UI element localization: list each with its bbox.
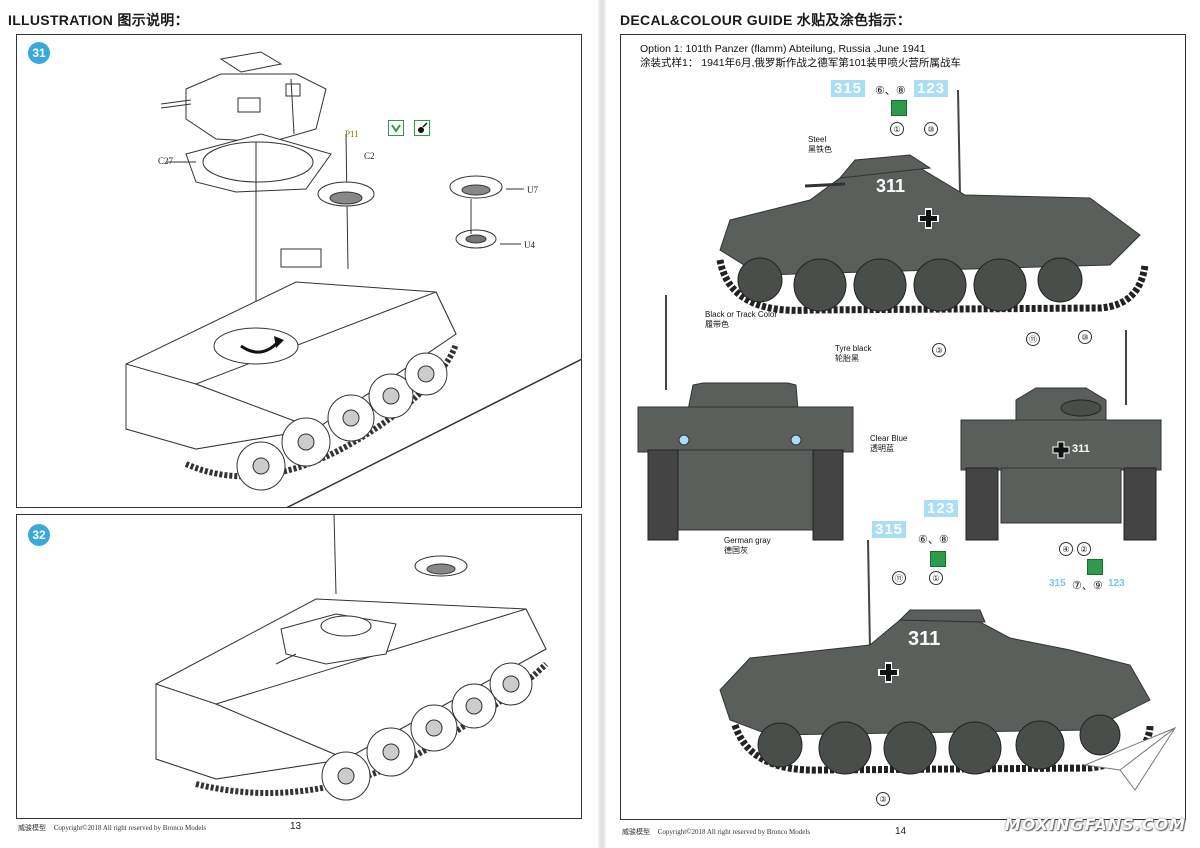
step-frame-32 — [16, 514, 582, 819]
decal-6-8-bottom: ⑥、⑧ — [918, 534, 949, 546]
decal-green-balkenkreuz-icon-top — [891, 100, 907, 116]
tank-front-view — [960, 330, 1162, 541]
step-31-illustration — [125, 51, 582, 508]
callout-track-en: Black or Track Color — [705, 310, 778, 319]
footer-copyright-right: Copyright©2018 All right reserved by Bro… — [657, 828, 811, 836]
callout-tyre-cn: 轮胎黑 — [835, 354, 859, 363]
decal-10-front: ⑩ — [1078, 330, 1092, 344]
tank-side-profile-top — [716, 90, 1149, 314]
callout-clear-blue-cn: 透明蓝 — [870, 444, 894, 453]
decal-123-bottom: 123 — [924, 500, 959, 517]
tank-rear-view — [637, 295, 854, 541]
tank-side-profile-bottom — [719, 540, 1154, 775]
page-number-13: 13 — [290, 821, 302, 832]
decal-green-balkenkreuz-icon-bottom — [930, 551, 946, 567]
part-label-c27: C27 — [158, 156, 174, 166]
footer-brand-right: 威骏模型 — [622, 828, 650, 836]
decal-315-top: 315 — [831, 80, 866, 97]
decal-123-small-front: 123 — [1108, 578, 1125, 589]
callout-track-cn: 履带色 — [705, 320, 729, 329]
footer-brand-left: 威骏模型 — [18, 824, 46, 832]
decal-11-front: ⑪ — [1026, 332, 1040, 346]
decal-123-top: 123 — [914, 80, 949, 97]
callout-tyre-en: Tyre black — [835, 344, 872, 353]
callout-clear-blue-en: Clear Blue — [870, 434, 908, 443]
decal-3-top: ③ — [932, 343, 946, 357]
page-number-14: 14 — [895, 826, 907, 837]
decal-4-front: ④ — [1059, 542, 1073, 556]
decal-315-bottom: 315 — [872, 521, 907, 538]
callout-german-gray-en: German gray — [724, 536, 771, 545]
decal-7-9-front: ⑦、⑨ — [1072, 580, 1103, 592]
callout-steel-en: Steel — [808, 135, 827, 144]
apply-glue-icon — [388, 120, 404, 136]
hull-number-top: 311 — [876, 176, 906, 196]
paper-plane-logo-icon — [1083, 726, 1177, 791]
right-page-title: DECAL&COLOUR GUIDE 水贴及涂色指示： — [620, 12, 912, 28]
callout-steel-cn: 黑铁色 — [808, 145, 832, 154]
option-title-cn: 涂装式样1： 1941年6月,俄罗斯作战之德军第101装甲喷火营所属战车 — [640, 57, 961, 69]
page-gutter — [598, 0, 606, 848]
step-32-illustration — [155, 514, 549, 801]
hull-number-bottom: 311 — [908, 628, 941, 650]
step-badge-31: 31 — [28, 42, 50, 64]
part-label-u4: U4 — [524, 240, 535, 250]
watermark-text: MOXINGFANS.COM — [1004, 815, 1186, 834]
callout-german-gray-cn: 德国灰 — [724, 546, 748, 555]
cement-brush-icon — [414, 120, 430, 136]
step-frame-31 — [16, 34, 582, 508]
decal-2-front: ② — [1077, 542, 1091, 556]
hull-number-front: 311 — [1072, 443, 1090, 455]
decal-315-small-front: 315 — [1049, 578, 1066, 589]
step-badge-32: 32 — [28, 524, 50, 546]
left-page-title: ILLUSTRATION 图示说明： — [8, 12, 189, 28]
decal-10-top: ⑩ — [924, 122, 938, 136]
part-label-c2: C2 — [364, 151, 375, 161]
part-label-p11: P11 — [345, 129, 359, 139]
option-title-en: Option 1: 101th Panzer (flamm) Abteilung… — [640, 43, 926, 55]
decal-3-bottom: ③ — [876, 792, 890, 806]
decal-guide-frame — [620, 34, 1186, 820]
decal-6-8-top: ⑥、⑧ — [875, 85, 906, 97]
decal-11-bottom: ⑪ — [892, 571, 906, 585]
decal-green-balkenkreuz-icon-front — [1087, 559, 1103, 575]
decal-1-top: ① — [890, 122, 904, 136]
decal-1-bottom: ① — [929, 571, 943, 585]
part-label-u7: U7 — [527, 185, 538, 195]
footer-copyright-left: Copyright©2018 All right reserved by Bro… — [53, 824, 207, 832]
